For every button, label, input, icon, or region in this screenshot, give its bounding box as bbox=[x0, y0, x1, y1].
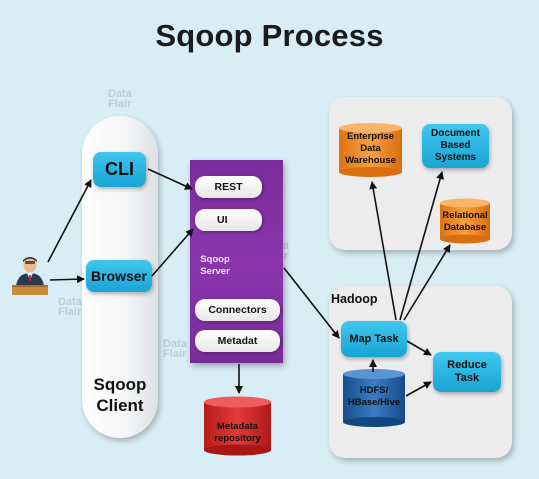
arrow-cli-to-rest bbox=[147, 168, 193, 190]
metadata-box: Metadat bbox=[195, 330, 280, 352]
hadoop-label: Hadoop bbox=[331, 292, 378, 306]
ui-box: UI bbox=[195, 209, 262, 231]
arrow-map-to-reduce bbox=[406, 340, 432, 356]
arrow-hdfs-to-reduce bbox=[405, 381, 432, 397]
arrow-server-to-map-task bbox=[283, 267, 340, 339]
diagram-title: Sqoop Process bbox=[155, 18, 384, 53]
arrow-map-to-warehouse bbox=[369, 181, 397, 321]
metadata-repository-cylinder bbox=[204, 396, 271, 456]
metadata-repository-label: Metadata repository bbox=[214, 421, 261, 444]
sqoop-client-label: Sqoop Client bbox=[93, 375, 147, 415]
arrow-map-to-document bbox=[399, 171, 444, 321]
cli-box: CLI bbox=[93, 152, 146, 187]
relational-database-label: Relational Database bbox=[442, 210, 488, 233]
enterprise-data-warehouse-label: Enterprise Data Warehouse bbox=[345, 131, 396, 166]
sqoop-server-label: Sqoop Server bbox=[200, 254, 230, 277]
hdfs-hbase-hive-cylinder bbox=[343, 369, 405, 427]
rest-box: REST bbox=[195, 176, 262, 198]
arrow-browser-to-ui bbox=[151, 228, 194, 277]
arrow-user-to-cli bbox=[47, 179, 92, 263]
browser-box: Browser bbox=[86, 260, 152, 292]
arrow-user-to-browser bbox=[49, 275, 85, 284]
reduce-task-box: Reduce Task bbox=[433, 352, 501, 392]
connectors-box: Connectors bbox=[195, 299, 280, 321]
enterprise-data-warehouse-cylinder bbox=[339, 123, 402, 177]
document-based-systems-box: Document Based Systems bbox=[422, 124, 489, 168]
map-task-box: Map Task bbox=[341, 321, 407, 357]
relational-database-cylinder bbox=[440, 198, 490, 244]
user-at-desk-icon bbox=[12, 257, 48, 295]
arrow-map-to-relational bbox=[403, 244, 451, 321]
hdfs-hbase-hive-label: HDFS/ HBase/Hive bbox=[347, 385, 401, 408]
